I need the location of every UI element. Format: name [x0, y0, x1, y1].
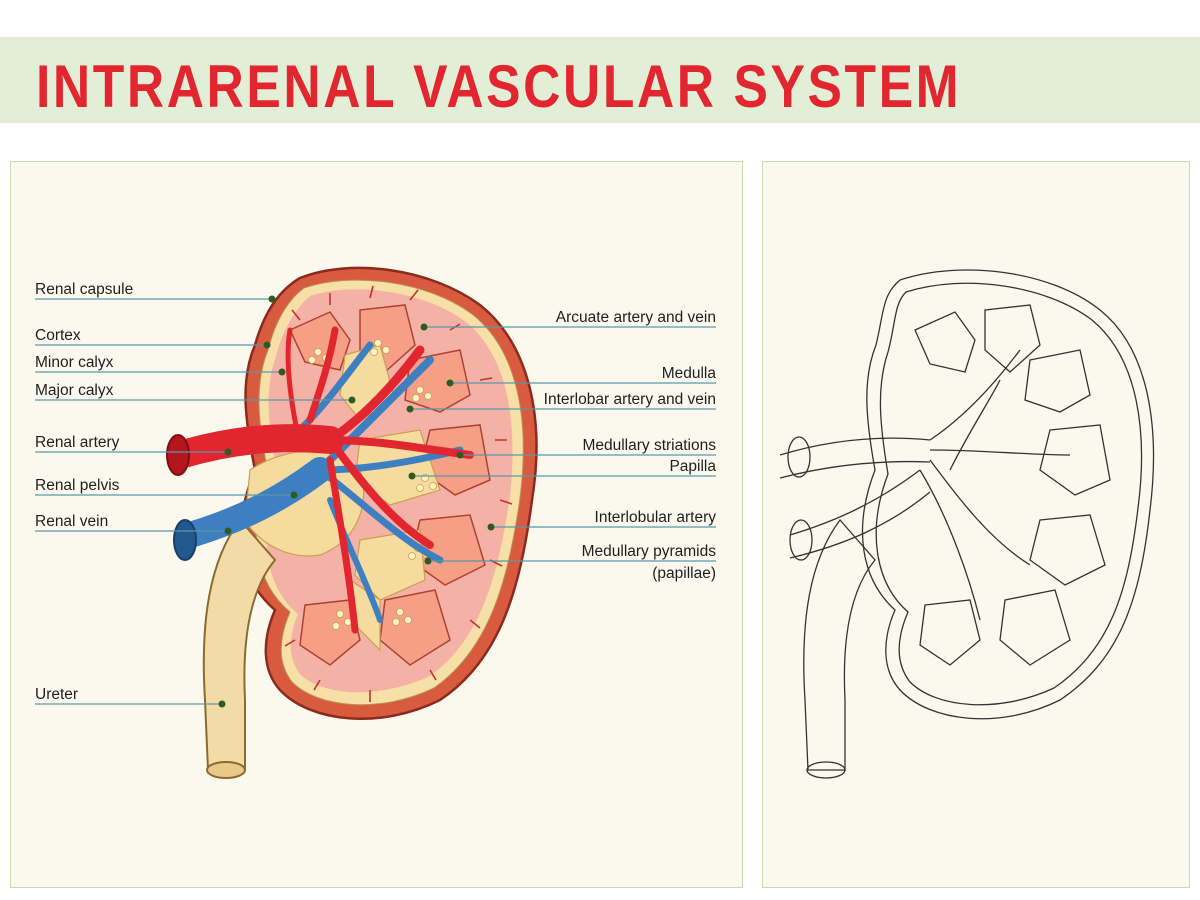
label-medullary-pyramids-papillae: (papillae): [652, 565, 716, 582]
label-cortex: Cortex: [35, 327, 81, 344]
ureter-opening: [206, 761, 246, 779]
medullary-pyramids: [288, 304, 491, 666]
leader-dots-right: [406, 323, 495, 565]
arteries: [166, 326, 474, 634]
label-arcuate-artery-vein: Arcuate artery and vein: [555, 309, 716, 326]
label-renal-artery: Renal artery: [35, 434, 120, 451]
label-renal-capsule: Renal capsule: [35, 281, 134, 298]
label-medullary-pyramids: Medullary pyramids: [581, 543, 716, 560]
ureter-shape: [202, 518, 277, 771]
label-ureter: Ureter: [35, 686, 79, 703]
leader-lines-left: [35, 298, 352, 705]
label-papilla: Papilla: [669, 458, 716, 475]
label-medullary-striations: Medullary striations: [582, 437, 716, 454]
leader-lines-right: [410, 326, 716, 562]
page-title: INTRARENAL VASCULAR SYSTEM: [36, 53, 962, 120]
label-medulla: Medulla: [661, 365, 716, 382]
label-interlobar-artery-vein: Interlobar artery and vein: [543, 391, 716, 408]
label-minor-calyx: Minor calyx: [35, 354, 114, 371]
label-renal-pelvis: Renal pelvis: [35, 477, 120, 494]
renal-artery-opening: [166, 434, 190, 476]
outline-kidney: [779, 269, 1155, 779]
label-renal-vein: Renal vein: [35, 513, 109, 530]
outline-diagram-panel: [762, 161, 1190, 888]
renal-vein-opening: [173, 519, 197, 561]
colored-kidney: [166, 266, 538, 779]
label-major-calyx: Major calyx: [35, 382, 114, 399]
leader-dots-left: [218, 295, 356, 708]
label-interlobular-artery: Interlobular artery: [594, 509, 716, 526]
title-band: [0, 37, 1200, 123]
